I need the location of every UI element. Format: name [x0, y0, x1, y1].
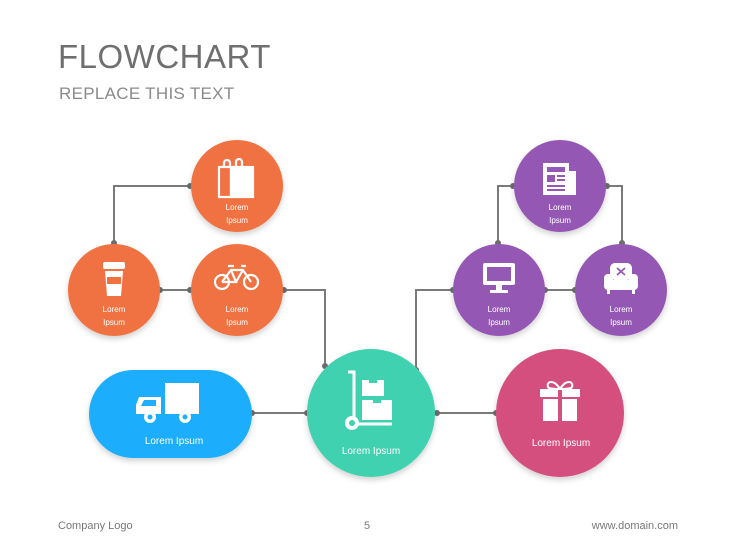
node-monitor-label-line2: Ipsum [488, 318, 510, 327]
slide-title: FLOWCHART [58, 38, 271, 75]
connectors [113, 185, 623, 414]
node-newspaper-label-line1: Lorem [549, 203, 572, 212]
connector-bike-center [284, 289, 326, 366]
delivery-truck-icon [136, 383, 199, 423]
node-gift-label: Lorem Ipsum [532, 438, 590, 449]
node-gift: Lorem Ipsum [496, 349, 624, 477]
node-monitor: Lorem Ipsum [453, 244, 545, 336]
connector-bag-cup [113, 185, 190, 243]
connector-newspaper-monitor [497, 185, 513, 243]
shopping-bag-icon [217, 157, 255, 199]
node-cup-label-line2: Ipsum [103, 318, 125, 327]
node-newspaper-label-line2: Ipsum [549, 216, 571, 225]
node-truck: Lorem Ipsum [89, 370, 252, 458]
node-armchair-label-line1: Lorem [610, 305, 633, 314]
node-bag-label-line1: Lorem [226, 203, 249, 212]
node-bike: Lorem Ipsum [191, 244, 283, 336]
gift-box-icon [540, 381, 580, 421]
node-bag: Lorem Ipsum [191, 140, 283, 232]
node-center-label: Lorem Ipsum [342, 446, 400, 457]
footer-page-number: 5 [364, 520, 371, 532]
node-newspaper: Lorem Ipsum [514, 140, 606, 232]
node-cup: Lorem Ipsum [68, 244, 160, 336]
armchair-icon [604, 263, 638, 294]
node-truck-label: Lorem Ipsum [145, 436, 203, 447]
node-center: Lorem Ipsum [307, 349, 435, 477]
monitor-icon [483, 263, 515, 293]
connector-center-monitor [415, 289, 453, 370]
connector-newspaper-armchair [607, 185, 623, 243]
newspaper-icon [543, 163, 576, 195]
node-bike-label-line2: Ipsum [226, 318, 248, 327]
footer-website: www.domain.com [591, 520, 678, 532]
node-armchair: Lorem Ipsum [575, 244, 667, 336]
coffee-cup-icon [103, 262, 125, 296]
hand-truck-icon [345, 370, 392, 430]
slide-subtitle: REPLACE THIS TEXT [59, 84, 235, 103]
node-bag-label-line2: Ipsum [226, 216, 248, 225]
node-armchair-label-line2: Ipsum [610, 318, 632, 327]
node-monitor-label-line1: Lorem [488, 305, 511, 314]
bicycle-icon [213, 264, 260, 291]
node-bike-label-line1: Lorem [226, 305, 249, 314]
node-cup-label-line1: Lorem [103, 305, 126, 314]
footer-company-logo: Company Logo [58, 520, 133, 532]
